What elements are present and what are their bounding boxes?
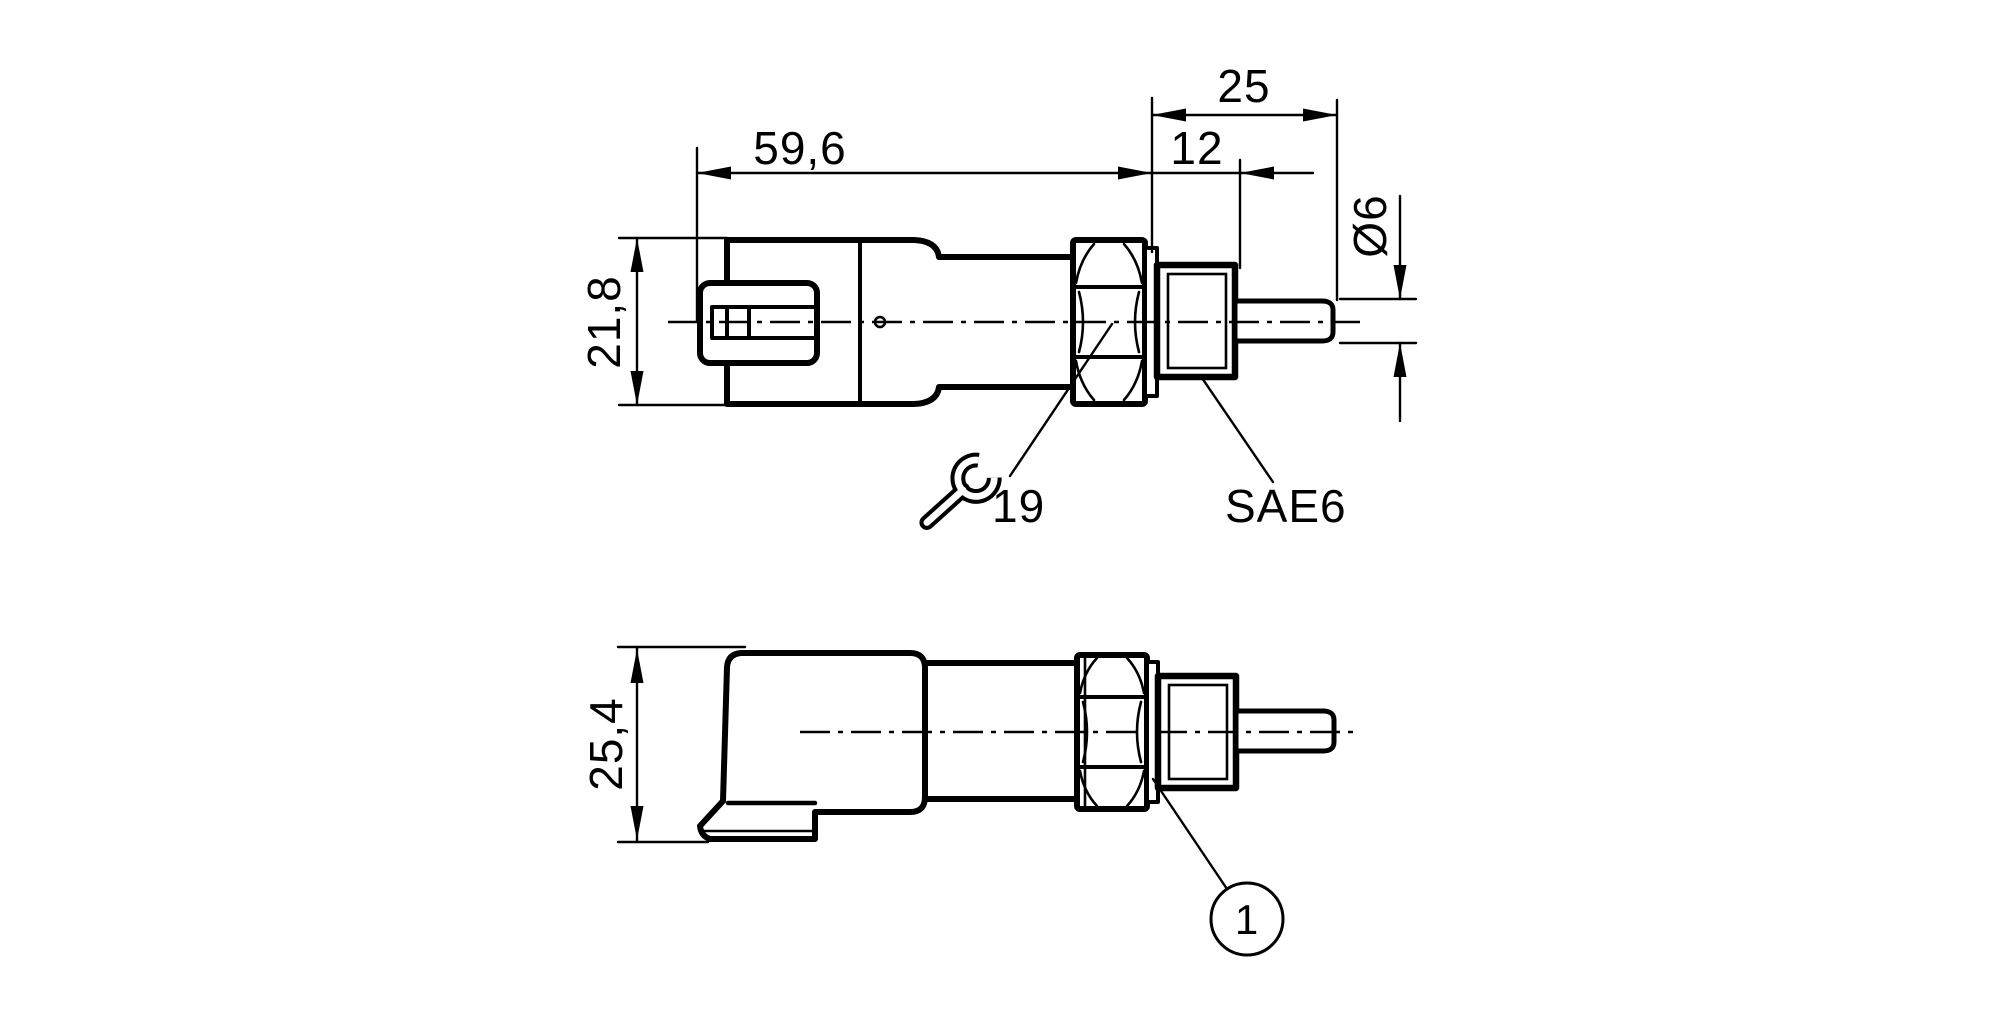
arrowhead (630, 238, 644, 272)
arrowhead (630, 649, 644, 683)
arrowhead (630, 371, 644, 405)
sae6-leader-line (1200, 376, 1275, 484)
body-height-label: 21,8 (578, 275, 630, 369)
hex-nut-bottom-chamfer-arcs (1078, 656, 1146, 808)
arrowhead (1393, 343, 1407, 377)
thread-length-label: 12 (1170, 122, 1223, 174)
connector-height-label: 25,4 (580, 697, 632, 791)
arrowhead (1303, 108, 1337, 122)
arrowhead (1240, 166, 1274, 180)
dimension-labels: 59,6 25 12 Ø6 21,8 25,4 19 SAE6 1 (578, 60, 1396, 943)
extension-lines (616, 96, 1418, 844)
position-callout-number: 1 (1235, 896, 1259, 943)
wrench-leader-line (1008, 322, 1114, 478)
probe-diameter-label: Ø6 (1344, 194, 1396, 257)
connector-body-outline (697, 650, 928, 842)
arrowhead (697, 166, 731, 180)
hex-nut-bottom-flats (1075, 695, 1149, 769)
cylinder-edges (923, 660, 1080, 802)
side-view (668, 237, 1360, 407)
connector-view (697, 650, 1360, 842)
arrowhead (1152, 108, 1186, 122)
hex-nut-flats (1071, 285, 1147, 359)
arrowhead (1118, 166, 1152, 180)
process-connection-label: SAE6 (1225, 480, 1347, 532)
overall-length-label: 59,6 (753, 122, 847, 174)
dimension-annotations (616, 96, 1418, 957)
arrowhead (630, 806, 644, 840)
arrowhead (1393, 265, 1407, 299)
position-callout-circle (1209, 881, 1285, 957)
callout-leader-line (1151, 777, 1229, 891)
connector-socket-bore (710, 305, 819, 340)
wrench-icon (919, 452, 1002, 530)
wrench-size-label: 19 (992, 480, 1045, 532)
tip-length-label: 25 (1217, 60, 1270, 112)
